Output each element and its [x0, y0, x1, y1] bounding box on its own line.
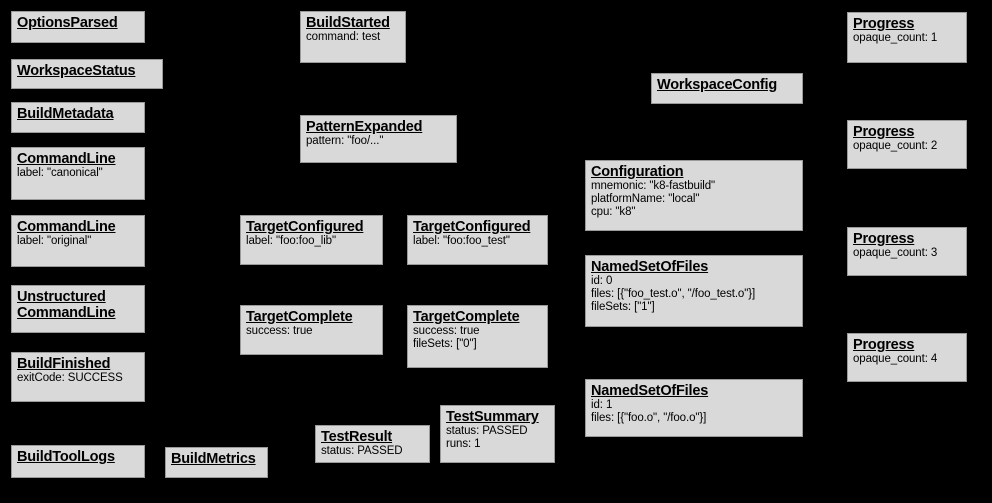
event-node-title: PatternExpanded: [306, 119, 423, 135]
event-node-title: Configuration: [591, 164, 684, 180]
event-node-title: BuildStarted: [306, 15, 390, 31]
event-node-field: success: true: [413, 325, 480, 338]
event-node-title: OptionsParsed: [17, 15, 118, 31]
event-node-title: Progress: [853, 231, 915, 247]
event-node-title: CommandLine: [17, 151, 116, 167]
event-node-field: label: "canonical": [17, 167, 103, 180]
event-node-title: CommandLine: [17, 219, 116, 235]
event-node-title: TargetConfigured: [413, 219, 531, 235]
event-node-field: files: [{"foo_test.o", "/foo_test.o"}]: [591, 288, 756, 301]
event-node-field: platformName: "local": [591, 193, 700, 206]
event-node-title: NamedSetOfFiles: [591, 259, 709, 275]
event-node-field: success: true: [246, 325, 313, 338]
event-node-title: Progress: [853, 337, 915, 353]
event-node-title: BuildToolLogs: [17, 449, 115, 465]
event-node-field: label: "original": [17, 235, 92, 248]
event-node-build-metrics[interactable]: BuildMetrics: [165, 447, 268, 478]
event-node-title: Progress: [853, 124, 915, 140]
event-node-title: WorkspaceStatus: [17, 63, 136, 79]
event-node-title: Unstructured CommandLine: [17, 289, 116, 322]
event-node-field: mnemonic: "k8-fastbuild": [591, 180, 716, 193]
event-node-field: opaque_count: 1: [853, 32, 938, 45]
event-node-title: TargetConfigured: [246, 219, 364, 235]
event-node-title: TestResult: [321, 429, 393, 445]
event-node-field: cpu: "k8": [591, 205, 636, 218]
event-node-field: exitCode: SUCCESS: [17, 372, 123, 385]
event-node-field: fileSets: ["1"]: [591, 300, 655, 313]
event-node-options-parsed[interactable]: OptionsParsed: [11, 11, 145, 43]
event-node-field: runs: 1: [446, 438, 481, 451]
event-node-field: opaque_count: 3: [853, 247, 938, 260]
event-node-field: opaque_count: 4: [853, 353, 938, 366]
event-node-title: BuildMetadata: [17, 106, 114, 122]
event-node-field: label: "foo:foo_lib": [246, 235, 336, 248]
event-node-field: label: "foo:foo_test": [413, 235, 510, 248]
event-node-unstructured-command-line[interactable]: Unstructured CommandLine: [11, 285, 145, 333]
event-node-field: opaque_count: 2: [853, 140, 938, 153]
event-node-field: status: PASSED: [321, 445, 403, 458]
event-node-field: id: 1: [591, 399, 613, 412]
event-node-field: pattern: "foo/...": [306, 135, 384, 148]
event-node-field: fileSets: ["0"]: [413, 338, 477, 351]
event-node-title: BuildMetrics: [171, 451, 256, 467]
event-node-field: id: 0: [591, 275, 613, 288]
event-node-title: NamedSetOfFiles: [591, 383, 709, 399]
event-node-title: WorkspaceConfig: [657, 77, 778, 93]
event-node-field: status: PASSED: [446, 425, 528, 438]
event-node-workspace-config[interactable]: WorkspaceConfig: [651, 73, 803, 104]
event-node-build-metadata[interactable]: BuildMetadata: [11, 102, 145, 133]
event-node-title: TargetComplete: [246, 309, 353, 325]
event-node-field: files: [{"foo.o", "/foo.o"}]: [591, 412, 707, 425]
event-node-title: Progress: [853, 16, 915, 32]
event-node-build-tool-logs[interactable]: BuildToolLogs: [11, 445, 145, 478]
event-node-title: TestSummary: [446, 409, 539, 425]
event-node-title: BuildFinished: [17, 356, 111, 372]
event-node-title: TargetComplete: [413, 309, 520, 325]
event-node-workspace-status[interactable]: WorkspaceStatus: [11, 59, 163, 89]
event-node-field: command: test: [306, 31, 381, 44]
